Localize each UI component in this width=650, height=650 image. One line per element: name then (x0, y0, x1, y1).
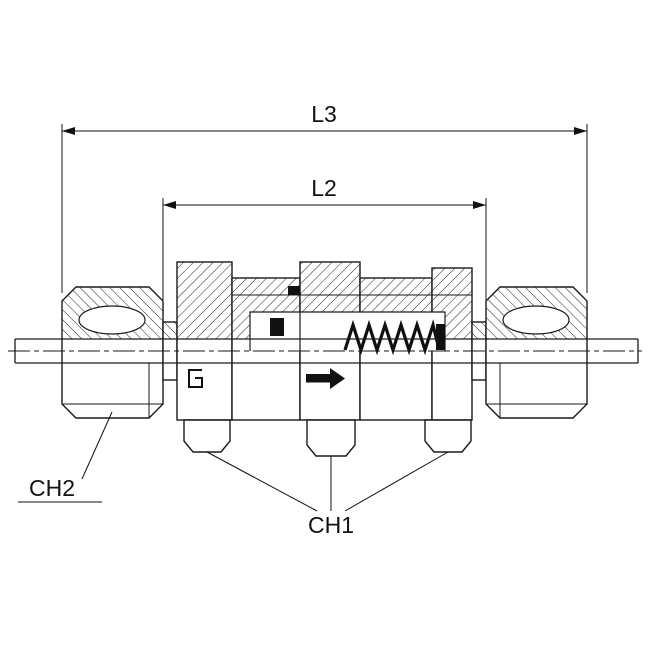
l2-arrow-left-icon (163, 201, 176, 209)
dimension-l2: L2 (162, 175, 487, 300)
brand-stamp-icon (188, 369, 203, 388)
dimension-l3: L3 (61, 101, 588, 293)
ch2-label: CH2 (29, 475, 75, 501)
l3-arrow-left-icon (62, 127, 75, 135)
l2-arrow-right-icon (473, 201, 486, 209)
callout-ch2: CH2 (18, 411, 113, 503)
left-washer-hatch (163, 322, 177, 339)
nut-details (62, 305, 587, 418)
left-ferrule-cavity (78, 305, 146, 335)
ch1-label: CH1 (308, 512, 354, 538)
right-washer-hatch (472, 322, 486, 339)
ch1-leader-right (344, 451, 449, 512)
sleeve-seal (288, 286, 300, 295)
ch2-leader-line (81, 411, 113, 480)
hex-flat-middle (306, 419, 356, 457)
dimension-l3-label: L3 (311, 101, 337, 127)
body-hatch-1 (177, 262, 232, 339)
ch1-leader-left (206, 451, 318, 512)
spring-seat (436, 324, 445, 350)
hex-flat-right (424, 419, 472, 453)
valve-internals (188, 286, 472, 389)
callout-ch1: CH1 (206, 451, 449, 538)
l3-arrow-right-icon (574, 127, 587, 135)
dimension-l2-label: L2 (311, 175, 337, 201)
hex-flat-left (183, 419, 231, 453)
right-ferrule-cavity (502, 305, 570, 335)
valve-spring (343, 319, 441, 356)
flow-direction-arrow-icon (306, 368, 345, 389)
poppet-seal (270, 318, 284, 336)
